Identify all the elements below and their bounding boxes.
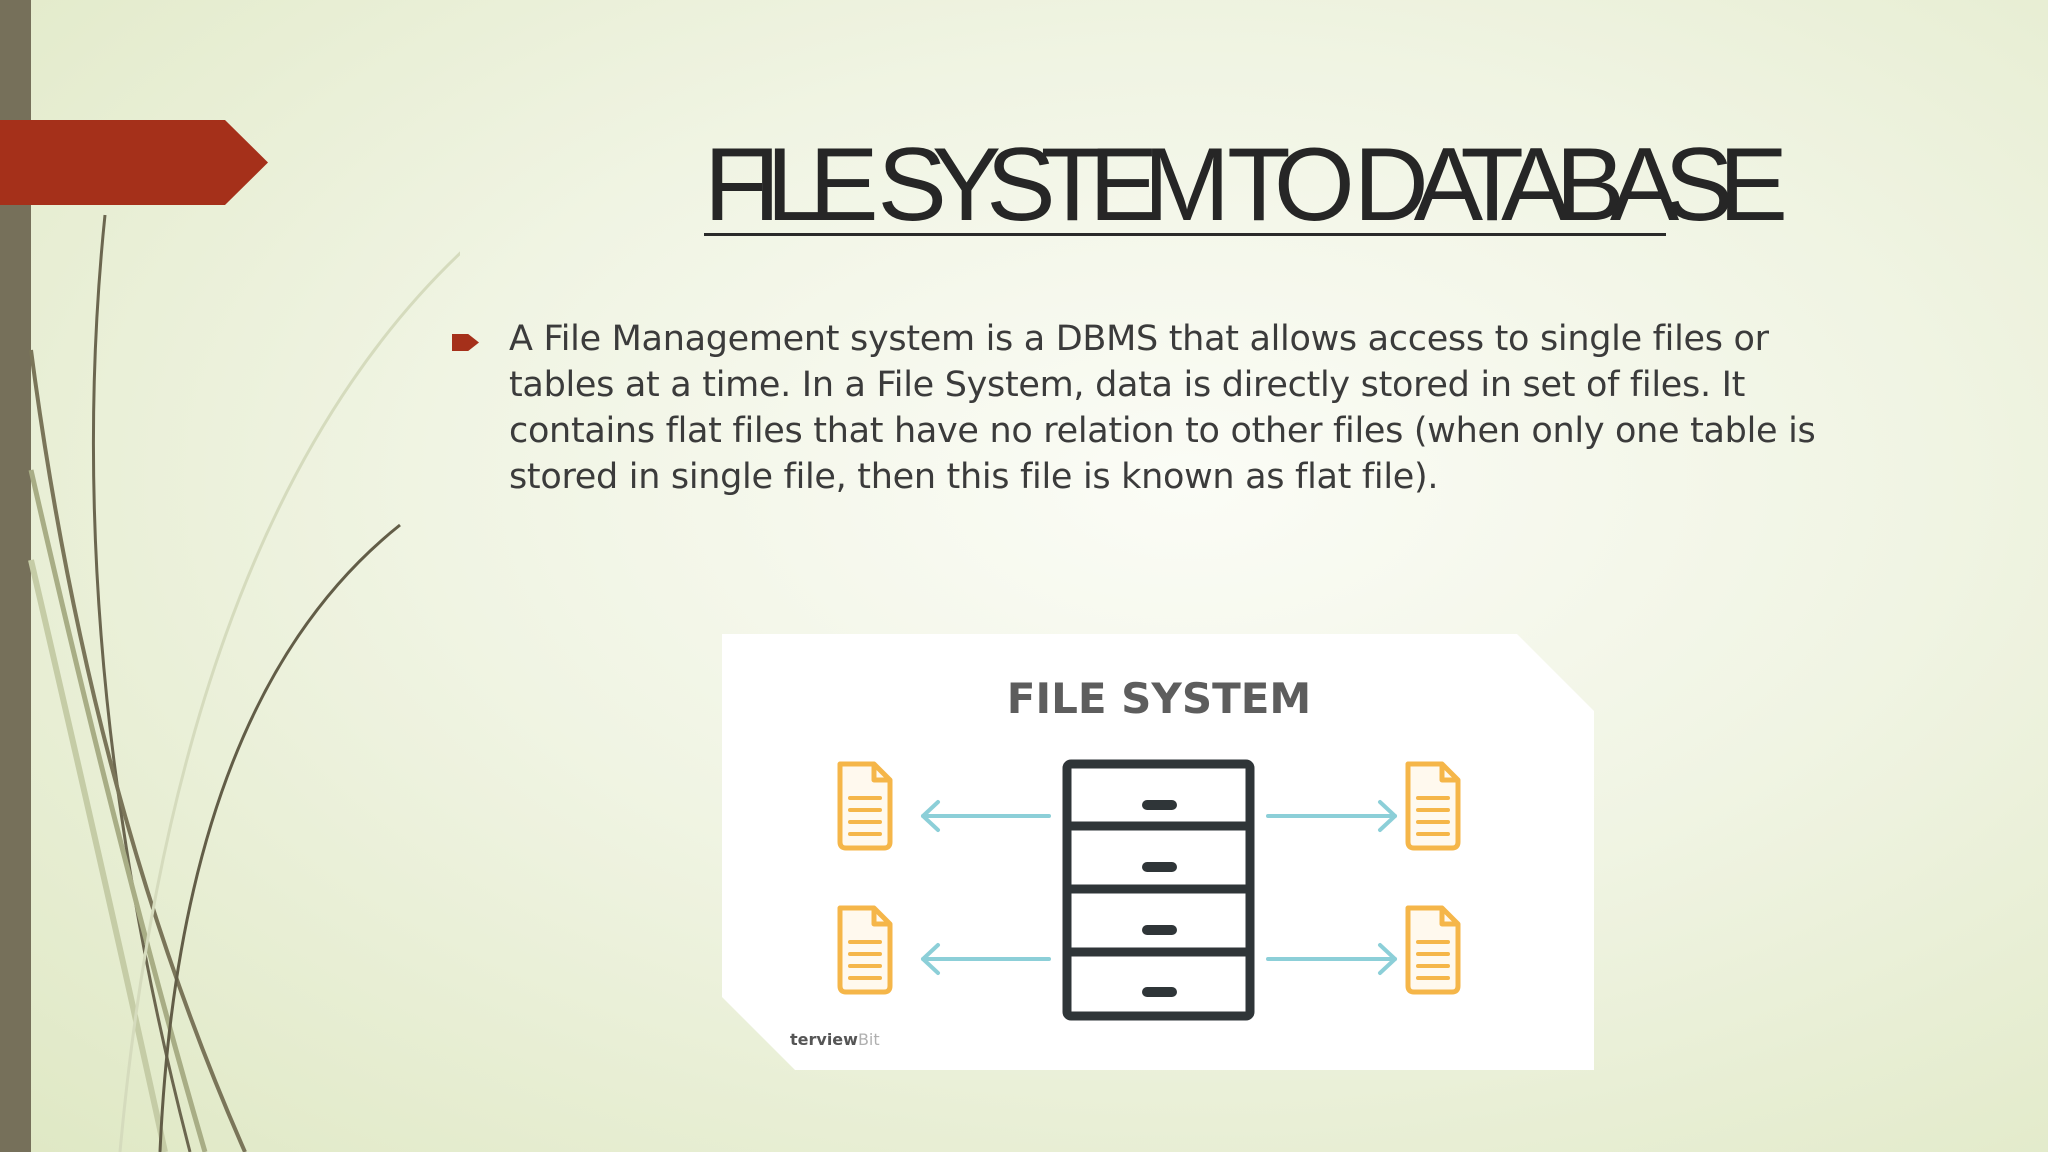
file-icon xyxy=(840,764,890,848)
watermark-faint: Bit xyxy=(857,1030,880,1049)
arrow-icon xyxy=(1266,943,1397,975)
diagram-title: FILE SYSTEM xyxy=(1006,674,1312,723)
file-icon xyxy=(1408,764,1458,848)
decorative-curves xyxy=(28,214,460,1152)
bullet-text: A File Management system is a DBMS that … xyxy=(509,319,1816,497)
arrow-icon xyxy=(1266,800,1397,832)
title-underline xyxy=(704,233,1666,236)
diagram-watermark: terviewBit xyxy=(790,1030,880,1049)
arrow-icon xyxy=(921,800,1051,832)
title-accent-tab xyxy=(0,120,268,205)
bullet-arrow-icon xyxy=(452,334,479,351)
file-icon xyxy=(840,908,890,992)
watermark-main: terview xyxy=(790,1030,858,1049)
file-system-diagram: FILE SYSTEM terviewBit xyxy=(722,634,1594,1070)
file-icon xyxy=(1408,908,1458,992)
slide-title: FILE SYSTEM TO DATABASE xyxy=(704,127,1788,243)
arrow-icon xyxy=(921,943,1051,975)
cabinet-icon xyxy=(1062,759,1255,1021)
